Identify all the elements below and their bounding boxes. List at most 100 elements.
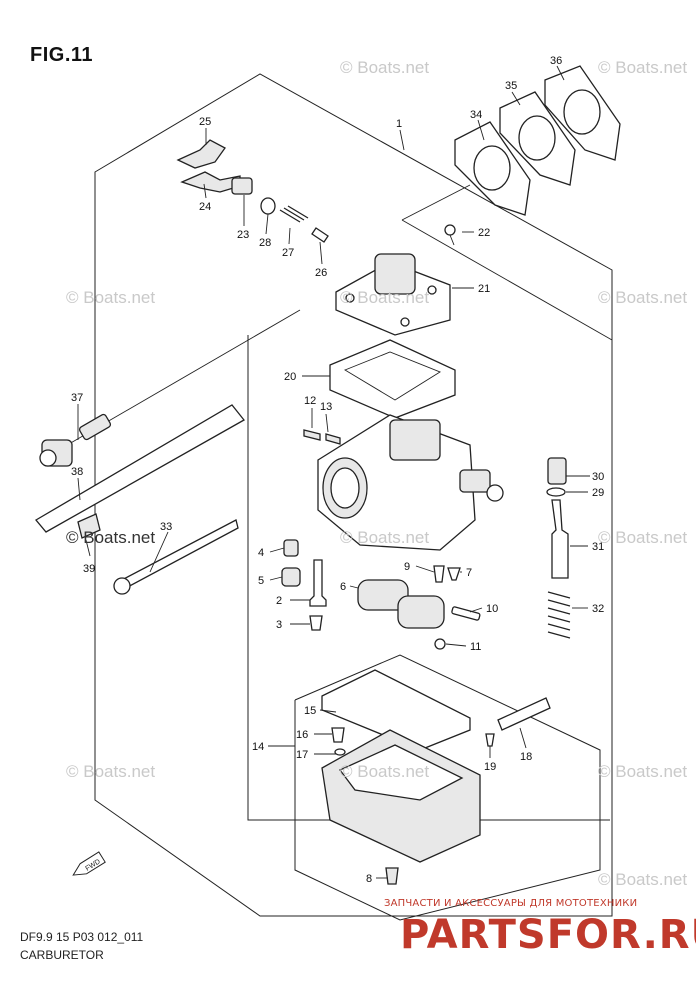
fitting-23 — [231, 177, 253, 195]
watermark: © Boats.net — [340, 762, 430, 781]
callout-25: 25 — [199, 116, 211, 128]
watermark: © Boats.net — [66, 762, 156, 781]
carburetor-body — [317, 414, 504, 551]
callout-12: 12 — [304, 395, 316, 407]
callout-1: 1 — [396, 118, 402, 130]
watermark: © Boats.net — [66, 288, 156, 307]
bolt-33 — [113, 519, 239, 595]
callout-26: 26 — [315, 267, 327, 279]
clip-29 — [546, 487, 566, 497]
callout-27: 27 — [282, 247, 294, 259]
watermark: © Boats.net — [598, 762, 688, 781]
spring-32 — [547, 591, 571, 639]
callout-21: 21 — [478, 283, 490, 295]
spring-27 — [279, 205, 309, 223]
callout-labels: 1 2 3 4 5 6 7 8 9 10 11 12 13 14 15 16 1… — [71, 55, 604, 885]
float-6 — [357, 579, 445, 629]
screw-13 — [325, 433, 341, 445]
callout-36: 36 — [550, 55, 562, 67]
callout-19: 19 — [484, 761, 496, 773]
leader-lines — [77, 65, 590, 879]
watermark: © Boats.net — [598, 870, 688, 889]
needle-31 — [551, 499, 569, 579]
choke-cable-37 — [39, 309, 301, 467]
callout-38: 38 — [71, 466, 83, 478]
callout-16: 16 — [296, 729, 308, 741]
callout-31: 31 — [592, 541, 604, 553]
watermark-bold: © Boats.net — [66, 528, 156, 547]
callout-5: 5 — [258, 575, 264, 587]
pin-10 — [451, 606, 481, 621]
callout-18: 18 — [520, 751, 532, 763]
washer-17 — [334, 748, 346, 756]
gasket-36 — [544, 65, 621, 161]
float-bowl-14 — [321, 729, 481, 863]
callout-29: 29 — [592, 487, 604, 499]
watermark: © Boats.net — [598, 58, 688, 77]
fwd-arrow-icon: FWD — [72, 851, 106, 876]
cap-30 — [547, 457, 567, 485]
callout-39: 39 — [83, 563, 95, 575]
brand-logo: PARTSFOR.RU — [400, 912, 696, 958]
callout-20: 20 — [284, 371, 296, 383]
callout-8: 8 — [366, 873, 372, 885]
brand-tagline: ЗАПЧАСТИ И АКСЕССУАРЫ ДЛЯ МОТОТЕХНИКИ — [384, 898, 638, 909]
hose-24 — [180, 171, 241, 193]
callout-30: 30 — [592, 471, 604, 483]
hose-25 — [176, 139, 226, 169]
callout-28: 28 — [259, 237, 271, 249]
callout-11: 11 — [470, 641, 481, 653]
callout-32: 32 — [592, 603, 604, 615]
callout-6: 6 — [340, 581, 346, 593]
figure-name: CARBURETOR — [20, 948, 104, 962]
jet-3 — [309, 615, 323, 631]
assembly-frame — [94, 73, 613, 917]
callout-23: 23 — [237, 229, 249, 241]
clamp-39 — [77, 513, 101, 539]
screw-12 — [303, 429, 321, 441]
callout-22: 22 — [478, 227, 490, 239]
gasket-20 — [329, 339, 456, 419]
nozzle-2 — [309, 559, 327, 607]
screw-22 — [444, 224, 456, 246]
watermark: © Boats.net — [598, 528, 688, 547]
figure-code: DF9.9 15 P03 012_011 — [20, 930, 144, 944]
callout-3: 3 — [276, 619, 282, 631]
inner-frame-lower — [294, 654, 601, 921]
inner-frame-upper — [247, 335, 610, 821]
needle-26 — [311, 227, 329, 243]
watermark: © Boats.net — [340, 528, 430, 547]
callout-10: 10 — [486, 603, 498, 615]
jet-5 — [281, 567, 301, 587]
callout-4: 4 — [258, 547, 264, 559]
cover-21 — [335, 253, 451, 336]
callout-33: 33 — [160, 521, 172, 533]
jet-4 — [283, 539, 299, 557]
callout-13: 13 — [320, 401, 332, 413]
o-ring-28 — [260, 197, 276, 215]
tube-38 — [35, 404, 245, 533]
watermark: © Boats.net — [340, 288, 430, 307]
tube-18 — [497, 697, 551, 731]
callout-34: 34 — [470, 109, 482, 121]
watermark: © Boats.net — [598, 288, 688, 307]
callout-14: 14 — [252, 741, 264, 753]
needle-valve-9 — [433, 565, 445, 583]
screw-16 — [331, 727, 345, 743]
gasket-35 — [499, 91, 576, 186]
screw-8 — [385, 867, 399, 885]
watermark: © Boats.net — [340, 58, 430, 77]
callout-7: 7 — [466, 567, 472, 579]
callout-17: 17 — [296, 749, 308, 761]
callout-9: 9 — [404, 561, 410, 573]
callout-15: 15 — [304, 705, 316, 717]
callout-37: 37 — [71, 392, 83, 404]
screw-11 — [434, 638, 446, 650]
needle-7 — [447, 567, 461, 581]
clip-19 — [485, 733, 495, 747]
gasket-34 — [454, 121, 531, 216]
callout-2: 2 — [276, 595, 282, 607]
callout-35: 35 — [505, 80, 517, 92]
callout-24: 24 — [199, 201, 211, 213]
